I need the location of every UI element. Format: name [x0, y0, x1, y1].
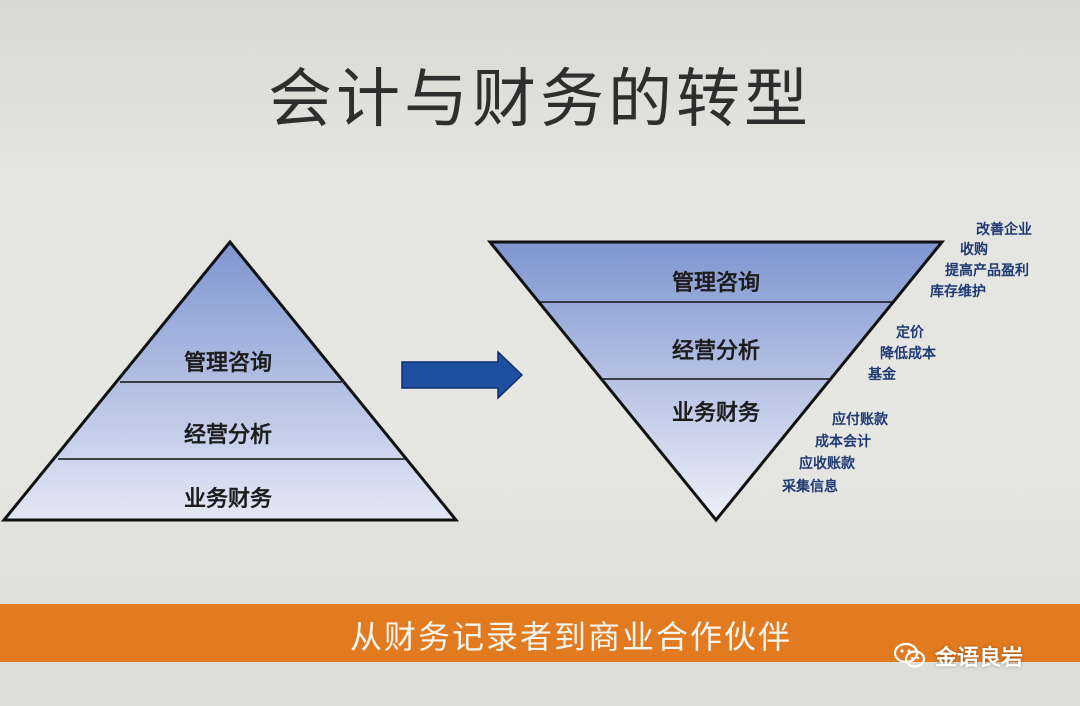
slide-title: 会计与财务的转型 [268, 63, 812, 137]
left-layer-bottom: 业务财务 [184, 487, 273, 512]
note-top-1: 改善企业 [976, 221, 1032, 238]
banner-text: 从财务记录者到商业合作伙伴 [350, 618, 793, 656]
left-layer-middle: 经营分析 [184, 422, 272, 448]
wechat-icon [893, 642, 926, 668]
side-notes-middle: 定价 降低成本 基金 [868, 324, 937, 383]
note-mid-3: 基金 [868, 366, 897, 383]
right-arrow-icon [401, 350, 524, 400]
right-pyramid: 管理咨询 经营分析 业务财务 [486, 240, 946, 523]
note-bot-1: 应付账款 [832, 411, 889, 428]
note-bot-4: 采集信息 [781, 478, 838, 495]
watermark: 金语良岩 [893, 640, 1023, 672]
right-layer-middle: 经营分析 [672, 338, 760, 364]
watermark-text: 金语良岩 [935, 646, 1024, 671]
side-notes-bottom: 应付账款 成本会计 应收账款 采集信息 [781, 411, 889, 495]
left-pyramid-shape [0, 239, 460, 522]
note-top-2: 收购 [960, 241, 988, 258]
note-bot-3: 应收账款 [799, 455, 856, 472]
note-mid-2: 降低成本 [880, 345, 937, 362]
footer-banner [0, 604, 1080, 662]
right-layer-bottom: 业务财务 [672, 401, 761, 426]
right-layer-top: 管理咨询 [672, 270, 760, 296]
note-top-3: 提高产品盈利 [945, 262, 1029, 279]
side-notes-top: 改善企业 收购 提高产品盈利 库存维护 [930, 221, 1032, 300]
left-pyramid: 管理咨询 经营分析 业务财务 [0, 239, 460, 522]
note-top-4: 库存维护 [930, 283, 986, 300]
left-layer-top: 管理咨询 [184, 350, 272, 376]
right-pyramid-shape [486, 240, 946, 523]
note-bot-2: 成本会计 [815, 433, 871, 450]
note-mid-1: 定价 [896, 324, 925, 341]
